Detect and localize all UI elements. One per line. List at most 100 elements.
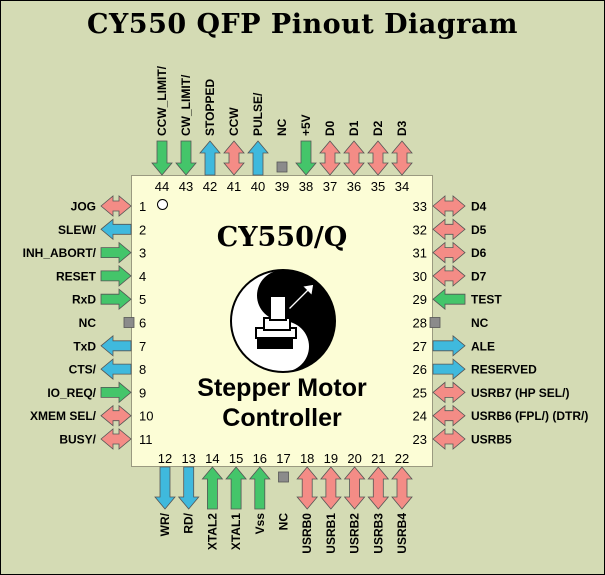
- pin-25-number: 25: [413, 385, 427, 400]
- chip-body: CY550/Q Stepper Motor Controller: [131, 175, 433, 467]
- pin-29-arrow: [432, 288, 466, 311]
- pin-42-label: STOPPED: [203, 79, 217, 136]
- pin-19-arrow: [320, 466, 342, 510]
- pin-17-number: 17: [276, 451, 290, 466]
- pin-9-number: 9: [139, 385, 146, 400]
- pin-38-number: 38: [299, 179, 313, 194]
- pin-18-arrow: [296, 466, 319, 510]
- pin-5-number: 5: [139, 292, 146, 307]
- pin-40-label: PULSE/: [251, 92, 265, 136]
- pin-33-label: D4: [471, 200, 487, 214]
- pin-40-number: 40: [251, 179, 265, 194]
- pin-30-number: 30: [413, 269, 427, 284]
- pin-14-arrow: [201, 466, 224, 510]
- pin-39-nc-marker: [276, 161, 288, 173]
- pin-31-number: 31: [413, 246, 427, 261]
- pin-2-number: 2: [139, 222, 146, 237]
- pin-44-label: CCW_LIMIT/: [155, 65, 169, 136]
- pin-33-number: 33: [413, 199, 427, 214]
- pin-9-label: IO_REQ/: [47, 386, 96, 400]
- pin-22-label: USRB4: [395, 513, 409, 554]
- pin-1-label: JOG: [71, 200, 96, 214]
- pin-26-label: RESERVED: [471, 363, 537, 377]
- pin-18-number: 18: [300, 451, 314, 466]
- page-title: CY550 QFP Pinout Diagram: [87, 9, 518, 40]
- pin-6-label: NC: [79, 316, 97, 330]
- logo-arrow: [286, 283, 315, 312]
- pin-44-number: 44: [155, 179, 169, 194]
- pin-3-arrow: [100, 241, 132, 264]
- pin-36-label: D1: [347, 120, 361, 136]
- logo-disc-rim: [230, 269, 336, 373]
- pin-44-arrow: [151, 140, 173, 176]
- pin-16-number: 16: [253, 451, 267, 466]
- pin-28-label: NC: [471, 316, 489, 330]
- pin-12-number: 12: [158, 451, 172, 466]
- pin-43-label: CW_LIMIT/: [179, 74, 193, 136]
- pin-1-number: 1: [139, 199, 146, 214]
- pin-34-label: D3: [395, 120, 409, 136]
- pin-35-number: 35: [371, 179, 385, 194]
- pin-38-arrow: [295, 140, 317, 176]
- pin-20-label: USRB2: [348, 513, 362, 554]
- pin-22-number: 22: [395, 451, 409, 466]
- pin-13-number: 13: [181, 451, 195, 466]
- pin-41-label: CCW: [227, 107, 241, 136]
- pin-41-arrow: [223, 140, 245, 176]
- pin-42-arrow: [199, 140, 221, 176]
- pin-32-number: 32: [413, 222, 427, 237]
- pin-16-label: Vss: [253, 513, 267, 535]
- pin-39-label: NC: [275, 118, 289, 136]
- pin-36-number: 36: [347, 179, 361, 194]
- pin-17-nc-marker: [278, 471, 289, 483]
- pin-13-label: RD/: [182, 512, 196, 533]
- pin-33-arrow: [432, 195, 466, 217]
- pin-26-number: 26: [413, 362, 427, 377]
- pin-19-label: USRB1: [324, 513, 338, 554]
- pin-7-number: 7: [139, 339, 146, 354]
- pin-38-label: +5V: [299, 114, 313, 136]
- pin-42-number: 42: [203, 179, 217, 194]
- pin1-indicator-dot: [157, 199, 168, 210]
- motor-logo: [230, 269, 336, 373]
- pin-20-arrow: [343, 466, 366, 510]
- pin-24-number: 24: [413, 409, 427, 424]
- pin-10-label: XMEM SEL/: [30, 409, 97, 423]
- chip-subtitle-line2: Controller: [222, 404, 342, 432]
- pin-3-number: 3: [139, 246, 146, 261]
- pin-24-arrow: [432, 404, 466, 427]
- pin-1-arrow: [100, 195, 132, 217]
- pin-21-arrow: [367, 466, 390, 510]
- pin-26-arrow: [432, 358, 466, 380]
- pin-11-number: 11: [139, 432, 153, 447]
- pin-11-arrow: [100, 428, 132, 450]
- pin-36-arrow: [343, 140, 365, 176]
- pin-10-arrow: [100, 404, 132, 427]
- pin-24-label: USRB6 (FPL/) (DTR/): [471, 409, 588, 423]
- pin-8-arrow: [100, 358, 132, 380]
- pin-32-label: D5: [471, 223, 487, 237]
- pin-40-arrow: [247, 140, 269, 176]
- pin-6-nc-marker: [123, 317, 135, 328]
- pin-43-arrow: [175, 140, 197, 176]
- pin-28-number: 28: [413, 316, 427, 331]
- pin-7-label: TxD: [73, 339, 96, 353]
- pin-39-number: 39: [275, 179, 289, 194]
- pin-4-arrow: [100, 265, 132, 287]
- pin-6-number: 6: [139, 316, 146, 331]
- pin-2-label: SLEW/: [58, 223, 97, 237]
- logo-stepper-motor: [255, 295, 297, 349]
- pin-27-arrow: [432, 334, 466, 357]
- pin-37-number: 37: [323, 179, 337, 194]
- pin-15-label: XTAL1: [229, 513, 243, 550]
- pin-14-label: XTAL2: [205, 513, 219, 550]
- pin-4-label: RESET: [56, 269, 97, 283]
- pin-41-number: 41: [227, 179, 241, 194]
- pin-11-label: BUSY/: [59, 433, 96, 447]
- pin-27-label: ALE: [471, 339, 495, 353]
- pin-28-nc-marker: [429, 317, 441, 328]
- pin-5-label: RxD: [72, 293, 96, 307]
- pin-4-number: 4: [139, 269, 146, 284]
